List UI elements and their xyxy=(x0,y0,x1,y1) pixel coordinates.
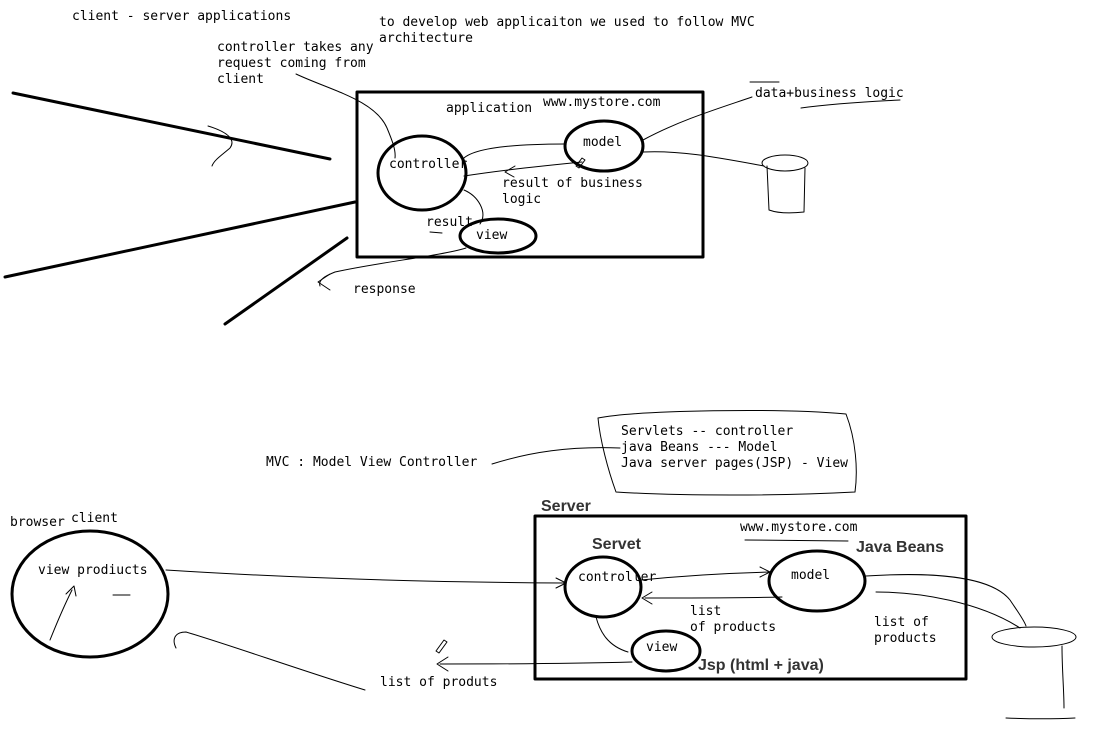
result-dash xyxy=(429,231,443,234)
domain-label-top: www.mystore.com xyxy=(543,95,661,110)
controller-note-pointer xyxy=(295,73,396,159)
controller-to-model xyxy=(461,143,566,161)
response-label: response xyxy=(353,282,416,297)
browser-circle xyxy=(10,529,170,659)
view-browser-arrowhead xyxy=(436,656,449,672)
server-label: Server xyxy=(541,498,591,515)
request-arrow xyxy=(207,125,233,167)
browser-label: browser xyxy=(10,515,65,530)
view-ellipse xyxy=(458,217,538,255)
controller-to-model-b xyxy=(640,571,771,581)
client-label: client xyxy=(71,511,118,526)
response-line xyxy=(319,247,467,287)
browser-cursor-mark xyxy=(49,585,77,641)
business-result-line2: logic xyxy=(502,192,542,207)
mapping-line2: java Beans --- Model xyxy=(621,440,778,455)
jsp-label: Jsp (html + java) xyxy=(698,657,824,674)
model-controller-arrowhead xyxy=(641,591,653,605)
model-to-controller-b xyxy=(644,596,783,599)
controller-to-view xyxy=(463,189,484,225)
list-produts-label: list of produts xyxy=(380,675,498,690)
browser-to-controller xyxy=(165,569,566,584)
mapping-line3: Java server pages(JSP) - View xyxy=(621,456,848,471)
model-to-db xyxy=(642,151,765,167)
list-products-2-line1: list of xyxy=(874,615,929,630)
controller-to-view-b xyxy=(595,616,629,653)
controller-label: controller xyxy=(389,157,468,172)
view-products-label: view prodiucts xyxy=(38,563,148,578)
client-line-3 xyxy=(223,236,349,326)
server-view-ellipse xyxy=(630,629,702,673)
mvc-note-line2: architecture xyxy=(379,31,473,46)
database-bottom-lid xyxy=(991,626,1077,648)
browser-arrowhead xyxy=(555,577,567,589)
domain-label-bottom: www.mystore.com xyxy=(740,520,858,535)
client-line-1 xyxy=(11,91,332,161)
controller-model-arrowhead xyxy=(759,566,771,578)
server-model-circle xyxy=(767,549,867,613)
client-line-2 xyxy=(3,200,357,279)
controller-note-line2: request coming from xyxy=(217,56,366,71)
model-circle xyxy=(563,119,645,173)
pencil-mark-top xyxy=(575,157,586,169)
data-logic-pointer xyxy=(642,96,753,141)
list-products-2-line2: products xyxy=(874,631,937,646)
mvc-pointer xyxy=(491,447,621,465)
result-label: result xyxy=(426,215,473,230)
mapping-line1: Servlets -- controller xyxy=(621,424,794,439)
data-logic-label: data+business logic xyxy=(755,86,904,101)
heading-client-server: client - server applications xyxy=(72,9,292,24)
model-to-db-b xyxy=(865,574,1027,627)
controller-note-line1: controller takes any xyxy=(217,40,374,55)
list-products-1-line2: of products xyxy=(690,620,777,635)
mapping-outline xyxy=(597,410,857,496)
data-logic-underline xyxy=(800,99,901,109)
server-box xyxy=(533,514,968,681)
application-label: application xyxy=(446,101,533,116)
controller-note-line3: client xyxy=(217,72,264,87)
servet-label: Servet xyxy=(592,536,641,553)
response-arrowhead xyxy=(317,273,331,291)
database-top-lid xyxy=(761,154,809,172)
business-result-line1: result of business xyxy=(502,176,643,191)
java-beans-label: Java Beans xyxy=(856,539,945,556)
mvc-expansion: MVC : Model View Controller xyxy=(266,455,478,470)
controller-circle xyxy=(376,134,468,212)
pencil-mark-bottom xyxy=(435,639,448,654)
model-label: model xyxy=(583,135,623,150)
result-arrowhead xyxy=(504,165,516,178)
list-produts-curve xyxy=(173,631,366,691)
server-view-label: view xyxy=(646,640,678,655)
server-controller-circle xyxy=(563,555,643,619)
view-to-browser xyxy=(439,661,633,665)
server-model-label: model xyxy=(791,568,831,583)
database-top-body xyxy=(766,165,806,214)
view-label: view xyxy=(476,228,508,243)
server-controller-label: controller xyxy=(578,570,657,585)
list-products-1-line1: list xyxy=(690,604,722,619)
db-to-model-b xyxy=(875,591,1021,629)
database-bottom-body xyxy=(1005,645,1076,720)
mvc-note-line1: to develop web applicaiton we used to fo… xyxy=(379,15,755,30)
domain-underline xyxy=(744,539,849,542)
model-to-controller xyxy=(463,161,583,177)
application-box xyxy=(355,90,705,259)
